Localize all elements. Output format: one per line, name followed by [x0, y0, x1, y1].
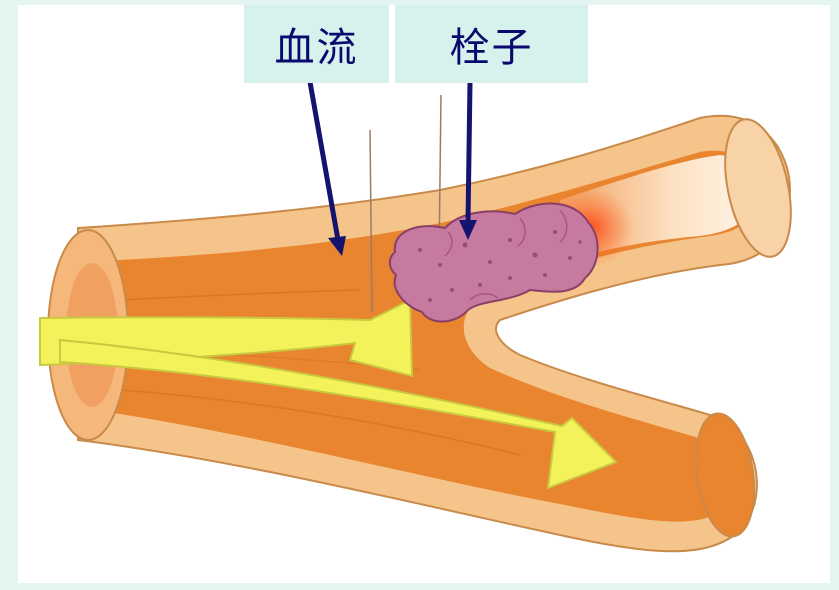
label-blood-flow: 血流	[244, 5, 389, 83]
label-embolus-text: 栓子	[450, 15, 534, 73]
label-blood-flow-text: 血流	[275, 15, 359, 73]
label-embolus: 栓子	[395, 5, 588, 83]
